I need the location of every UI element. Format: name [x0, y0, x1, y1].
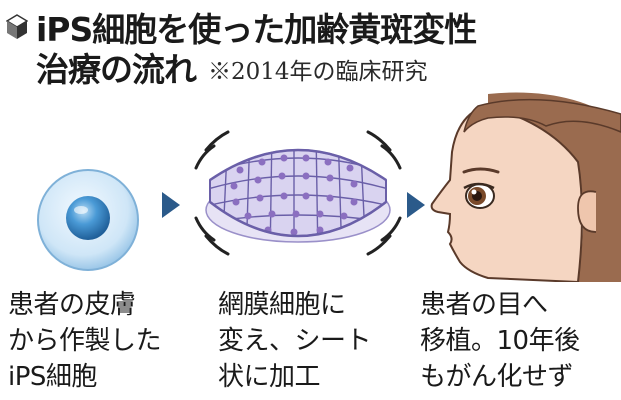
step-3-caption: 患者の目へ 移植。10年後 もがん化せず — [420, 287, 580, 395]
arrow-right-icon — [407, 192, 425, 218]
step-3-line-2: 移植。10年後 — [420, 326, 580, 356]
step-1-line-1: 患者の皮膚 — [8, 290, 136, 320]
title-line-1: iPS細胞を使った加齢黄斑変性 — [6, 4, 616, 50]
step-3-line-1: 患者の目へ — [420, 290, 548, 320]
title-line-2: 治療の流れ ※2014年の臨床研究 — [6, 50, 616, 90]
step-1-caption: 患者の皮膚 から作製した iPS細胞 — [8, 287, 162, 395]
arrow-right-icon — [162, 192, 180, 218]
step-1-line-3: iPS細胞 — [8, 362, 97, 392]
step-2-line-1: 網膜細胞に — [218, 290, 346, 320]
title-sub: 治療の流れ — [36, 50, 197, 89]
study-note: ※2014年の臨床研究 — [208, 59, 428, 85]
step-2-line-2: 変え、シート — [218, 326, 372, 356]
cell-sheet-icon — [194, 130, 402, 256]
ips-cell-icon — [37, 169, 139, 271]
patient-eye-icon — [430, 92, 621, 282]
step-1-line-2: から作製した — [8, 326, 162, 356]
step-2-line-3: 状に加工 — [218, 362, 321, 392]
step-2-caption: 網膜細胞に 変え、シート 状に加工 — [218, 287, 372, 395]
cube-icon — [6, 14, 28, 39]
step-3-line-3: もがん化せず — [420, 362, 574, 392]
title-block: iPS細胞を使った加齢黄斑変性 治療の流れ ※2014年の臨床研究 — [6, 4, 616, 90]
title-main: iPS細胞を使った加齢黄斑変性 — [36, 10, 477, 49]
